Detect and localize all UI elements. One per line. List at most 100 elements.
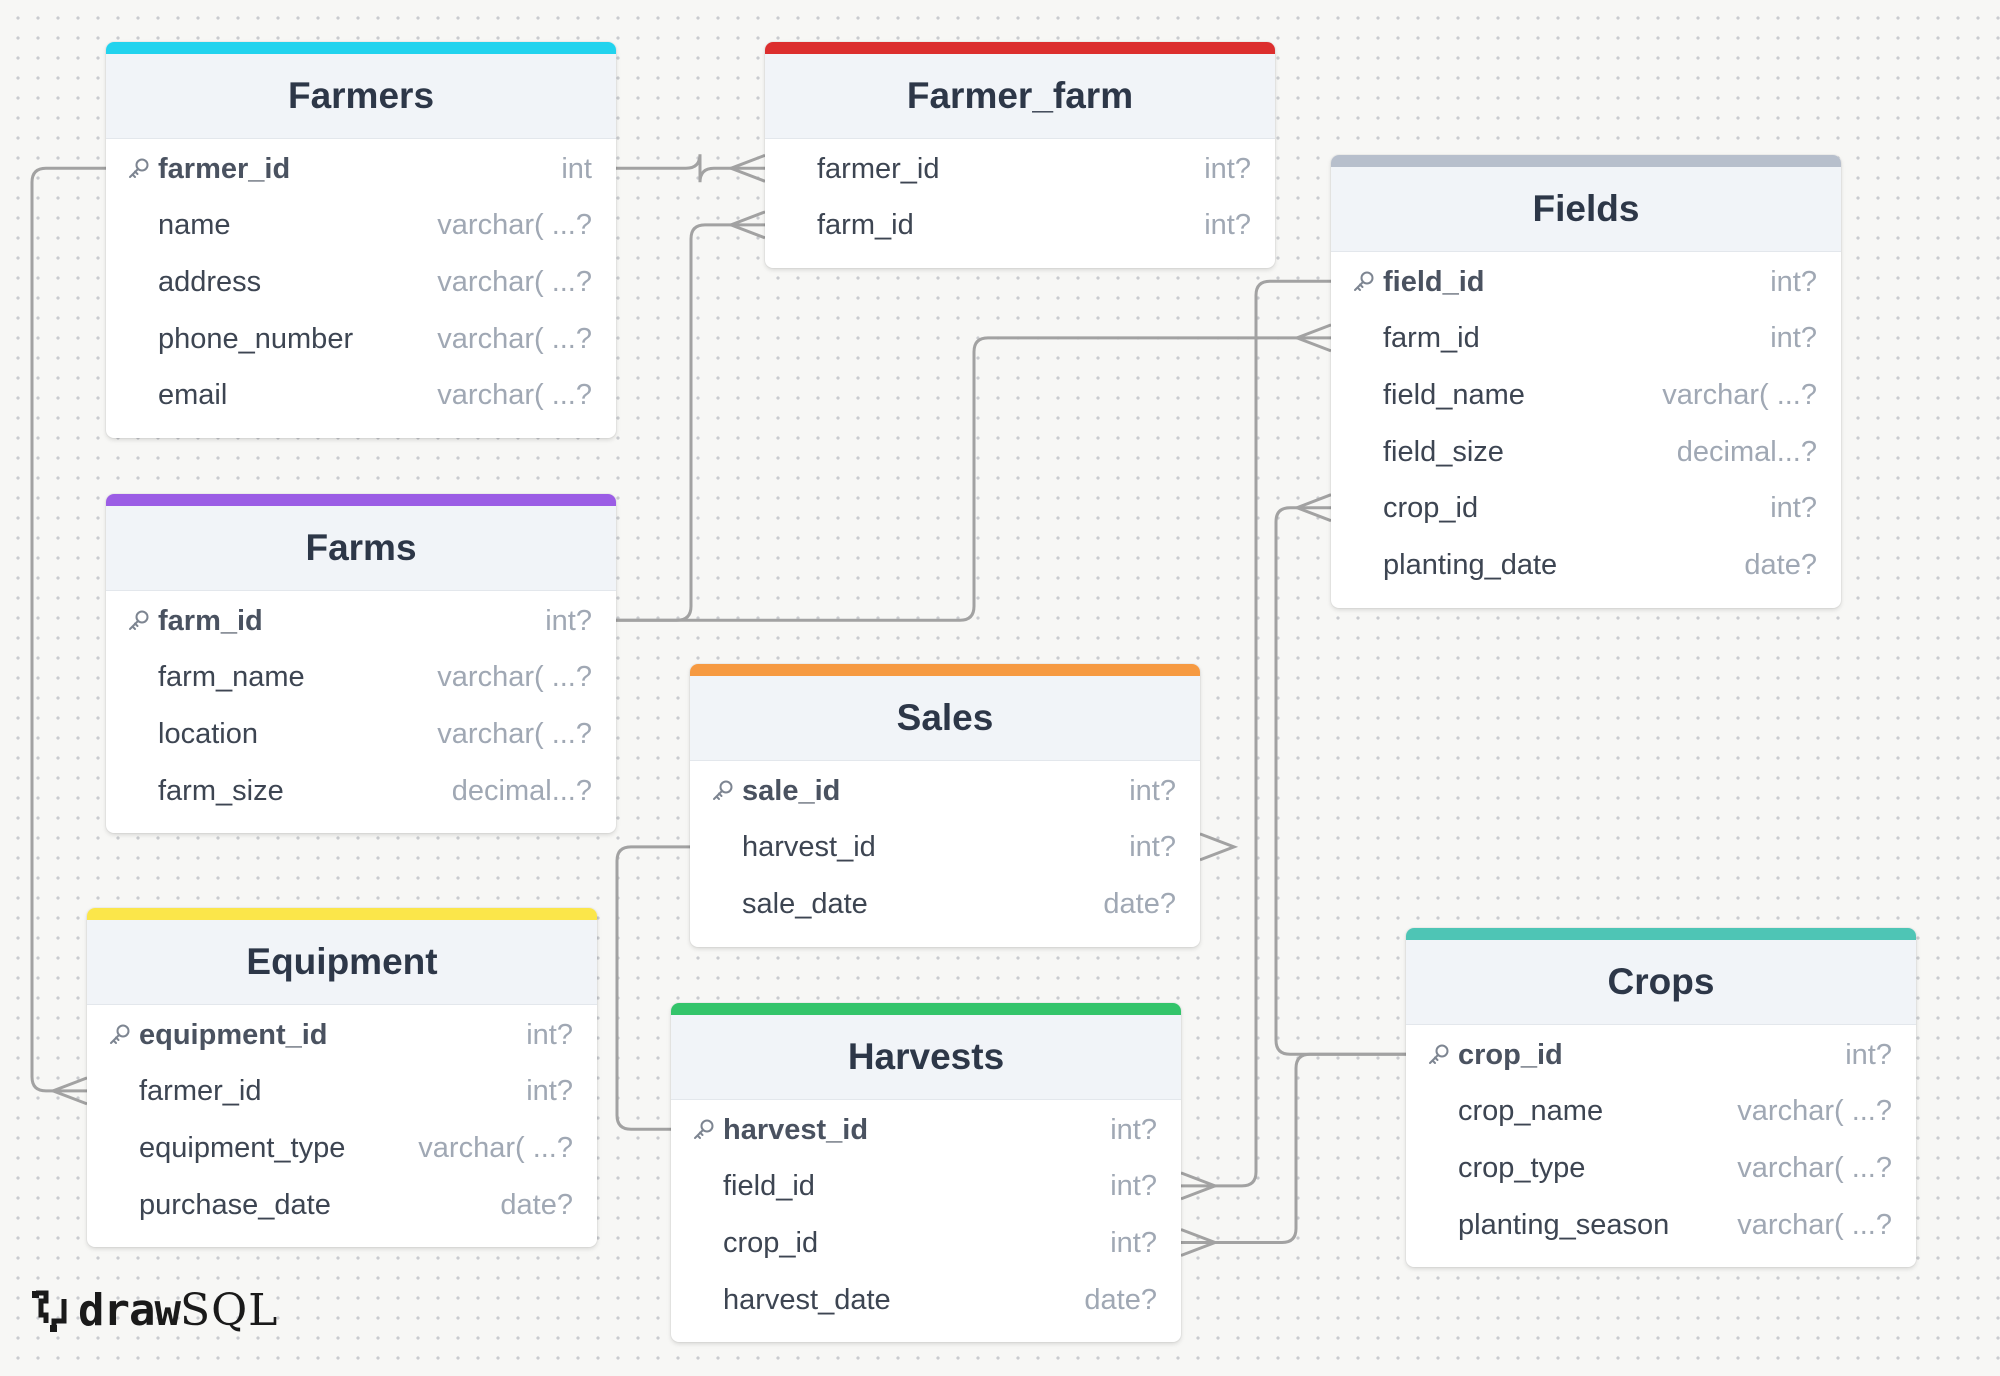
table-header[interactable]: Farms: [106, 506, 616, 591]
column-type: date?: [1744, 548, 1817, 581]
column-name: name: [158, 209, 231, 242]
relationship-line: [1181, 279, 1331, 1188]
table-header[interactable]: Harvests: [671, 1015, 1181, 1100]
column-type: varchar( ...?: [437, 379, 592, 412]
table-header[interactable]: Equipment: [87, 920, 597, 1005]
column-type: int?: [1110, 1113, 1157, 1146]
column-name: crop_id: [1458, 1038, 1563, 1071]
column-type: date?: [500, 1188, 573, 1221]
column-name: farm_size: [158, 774, 284, 807]
table-header[interactable]: Farmers: [106, 54, 616, 139]
column-type: decimal...?: [451, 774, 592, 807]
column-type: varchar( ...?: [437, 265, 592, 298]
column-row[interactable]: harvest_id int?: [671, 1102, 1181, 1159]
table-color-bar: [106, 42, 616, 54]
drawsql-logo-icon: [32, 1290, 67, 1332]
column-row[interactable]: harvest_date date?: [671, 1272, 1181, 1329]
column-name: farm_id: [158, 604, 263, 637]
table-title: Equipment: [246, 941, 438, 982]
column-row[interactable]: field_name varchar( ...?: [1331, 367, 1841, 424]
column-type: int?: [1770, 492, 1817, 525]
table-color-bar: [106, 494, 616, 506]
table-header[interactable]: Fields: [1331, 167, 1841, 252]
column-name: field_id: [723, 1170, 815, 1203]
column-type: date?: [1103, 887, 1176, 920]
column-type: int?: [1204, 152, 1251, 185]
column-name: equipment_id: [139, 1018, 328, 1051]
column-row[interactable]: crop_id int?: [1331, 480, 1841, 537]
column-type: int: [561, 152, 592, 185]
column-name: sale_date: [742, 887, 868, 920]
relationship-line: [1181, 1052, 1406, 1244]
column-row[interactable]: field_id int?: [671, 1159, 1181, 1216]
column-row[interactable]: farm_size decimal...?: [106, 763, 616, 820]
table-title: Farms: [305, 527, 417, 568]
column-type: date?: [1084, 1283, 1157, 1316]
table-title: Harvests: [847, 1036, 1005, 1077]
column-type: varchar( ...?: [437, 661, 592, 694]
column-name: harvest_date: [723, 1283, 891, 1316]
table-header[interactable]: Sales: [690, 676, 1200, 761]
column-type: varchar( ...?: [1737, 1095, 1892, 1128]
crows-foot-marker: [1292, 323, 1332, 353]
column-type: int?: [1129, 774, 1176, 807]
column-name: address: [158, 265, 262, 298]
logo-text-sql: SQL: [179, 1285, 279, 1336]
column-type: decimal...?: [1676, 435, 1817, 468]
column-name: phone_number: [158, 322, 354, 355]
column-type: varchar( ...?: [1737, 1151, 1892, 1184]
column-type: int?: [1110, 1170, 1157, 1203]
column-row[interactable]: purchase_date date?: [87, 1177, 597, 1234]
key-icon: [710, 778, 736, 804]
crows-foot-marker: [1180, 1171, 1220, 1201]
column-name: purchase_date: [139, 1188, 331, 1221]
column-type: int?: [1770, 265, 1817, 298]
table-color-bar: [87, 908, 597, 920]
column-type: varchar( ...?: [1662, 378, 1817, 411]
column-name: farmer_id: [817, 152, 940, 185]
column-name: harvest_id: [723, 1113, 869, 1146]
column-type: varchar( ...?: [418, 1131, 573, 1164]
table-header[interactable]: Crops: [1406, 940, 1916, 1025]
column-row[interactable]: sale_date date?: [690, 876, 1200, 933]
column-type: int?: [1110, 1226, 1157, 1259]
key-icon: [1351, 269, 1377, 295]
table-header[interactable]: Farmer_farm: [765, 54, 1275, 139]
column-name: crop_id: [1383, 492, 1479, 525]
column-row[interactable]: farmer_id int?: [765, 141, 1275, 198]
key-icon: [126, 156, 152, 182]
column-row[interactable]: address varchar( ...?: [106, 254, 616, 311]
column-name: field_name: [1383, 378, 1525, 411]
